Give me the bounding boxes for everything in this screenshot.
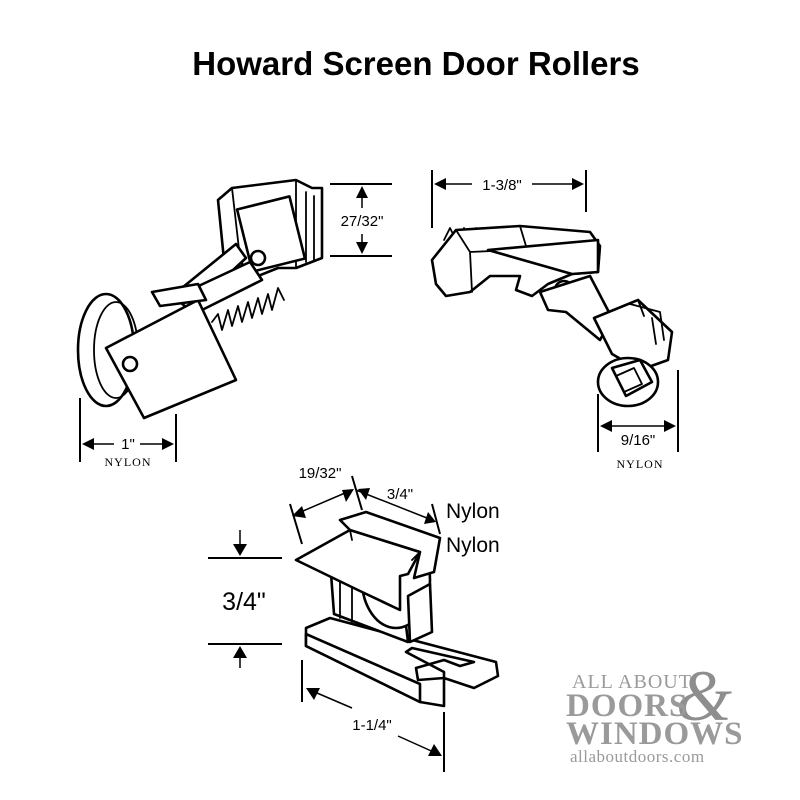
roller-left-drawing	[76, 178, 324, 420]
roller-right-length-dimension: 1-3/8"	[431, 170, 587, 228]
roller-right-wheel-label: 9/16"	[621, 432, 656, 449]
roller-bottom-length-label: 1-1/4"	[352, 717, 392, 734]
roller-right-material-label: NYLON	[617, 457, 664, 471]
diagram-title: Howard Screen Door Rollers	[192, 45, 639, 82]
roller-bottom-length-dimension: 1-1/4"	[301, 660, 445, 772]
watermark-line-top: ALL ABOUT	[572, 671, 692, 693]
roller-bottom-drawing	[294, 510, 500, 708]
roller-right-length-label: 1-3/8"	[482, 177, 522, 194]
watermark-ampersand: &	[676, 656, 732, 736]
roller-left-wheel-dimension: 1" NYLON	[79, 398, 177, 469]
roller-left-height-label: 27/32"	[341, 213, 384, 230]
roller-left-material-label: NYLON	[105, 455, 152, 469]
watermark-logo: & ALL ABOUT DOORS WINDOWS allaboutdoors.…	[566, 656, 744, 766]
watermark-url: allaboutdoors.com	[570, 747, 705, 766]
roller-bottom-height-label: 3/4"	[222, 588, 266, 616]
roller-bottom-depth-label: 3/4"	[387, 486, 413, 503]
roller-right-wheel-dimension: 9/16" NYLON	[597, 370, 679, 471]
roller-bottom-material-line-1: Nylon	[446, 500, 500, 523]
roller-right-drawing	[430, 224, 674, 408]
roller-bottom-height-dimension: 3/4"	[208, 530, 282, 668]
roller-left-height-dimension: 27/32"	[330, 183, 392, 257]
roller-bottom-material-line-2: Nylon	[446, 534, 500, 557]
roller-left-wheel-label: 1"	[121, 436, 135, 453]
watermark-line-windows: WINDOWS	[566, 716, 744, 752]
roller-bottom-width-dimension: 19/32" 3/4" Nylon Nylon	[289, 465, 500, 557]
watermark-line-doors: DOORS	[566, 688, 688, 724]
roller-bottom-width-label: 19/32"	[299, 465, 342, 482]
